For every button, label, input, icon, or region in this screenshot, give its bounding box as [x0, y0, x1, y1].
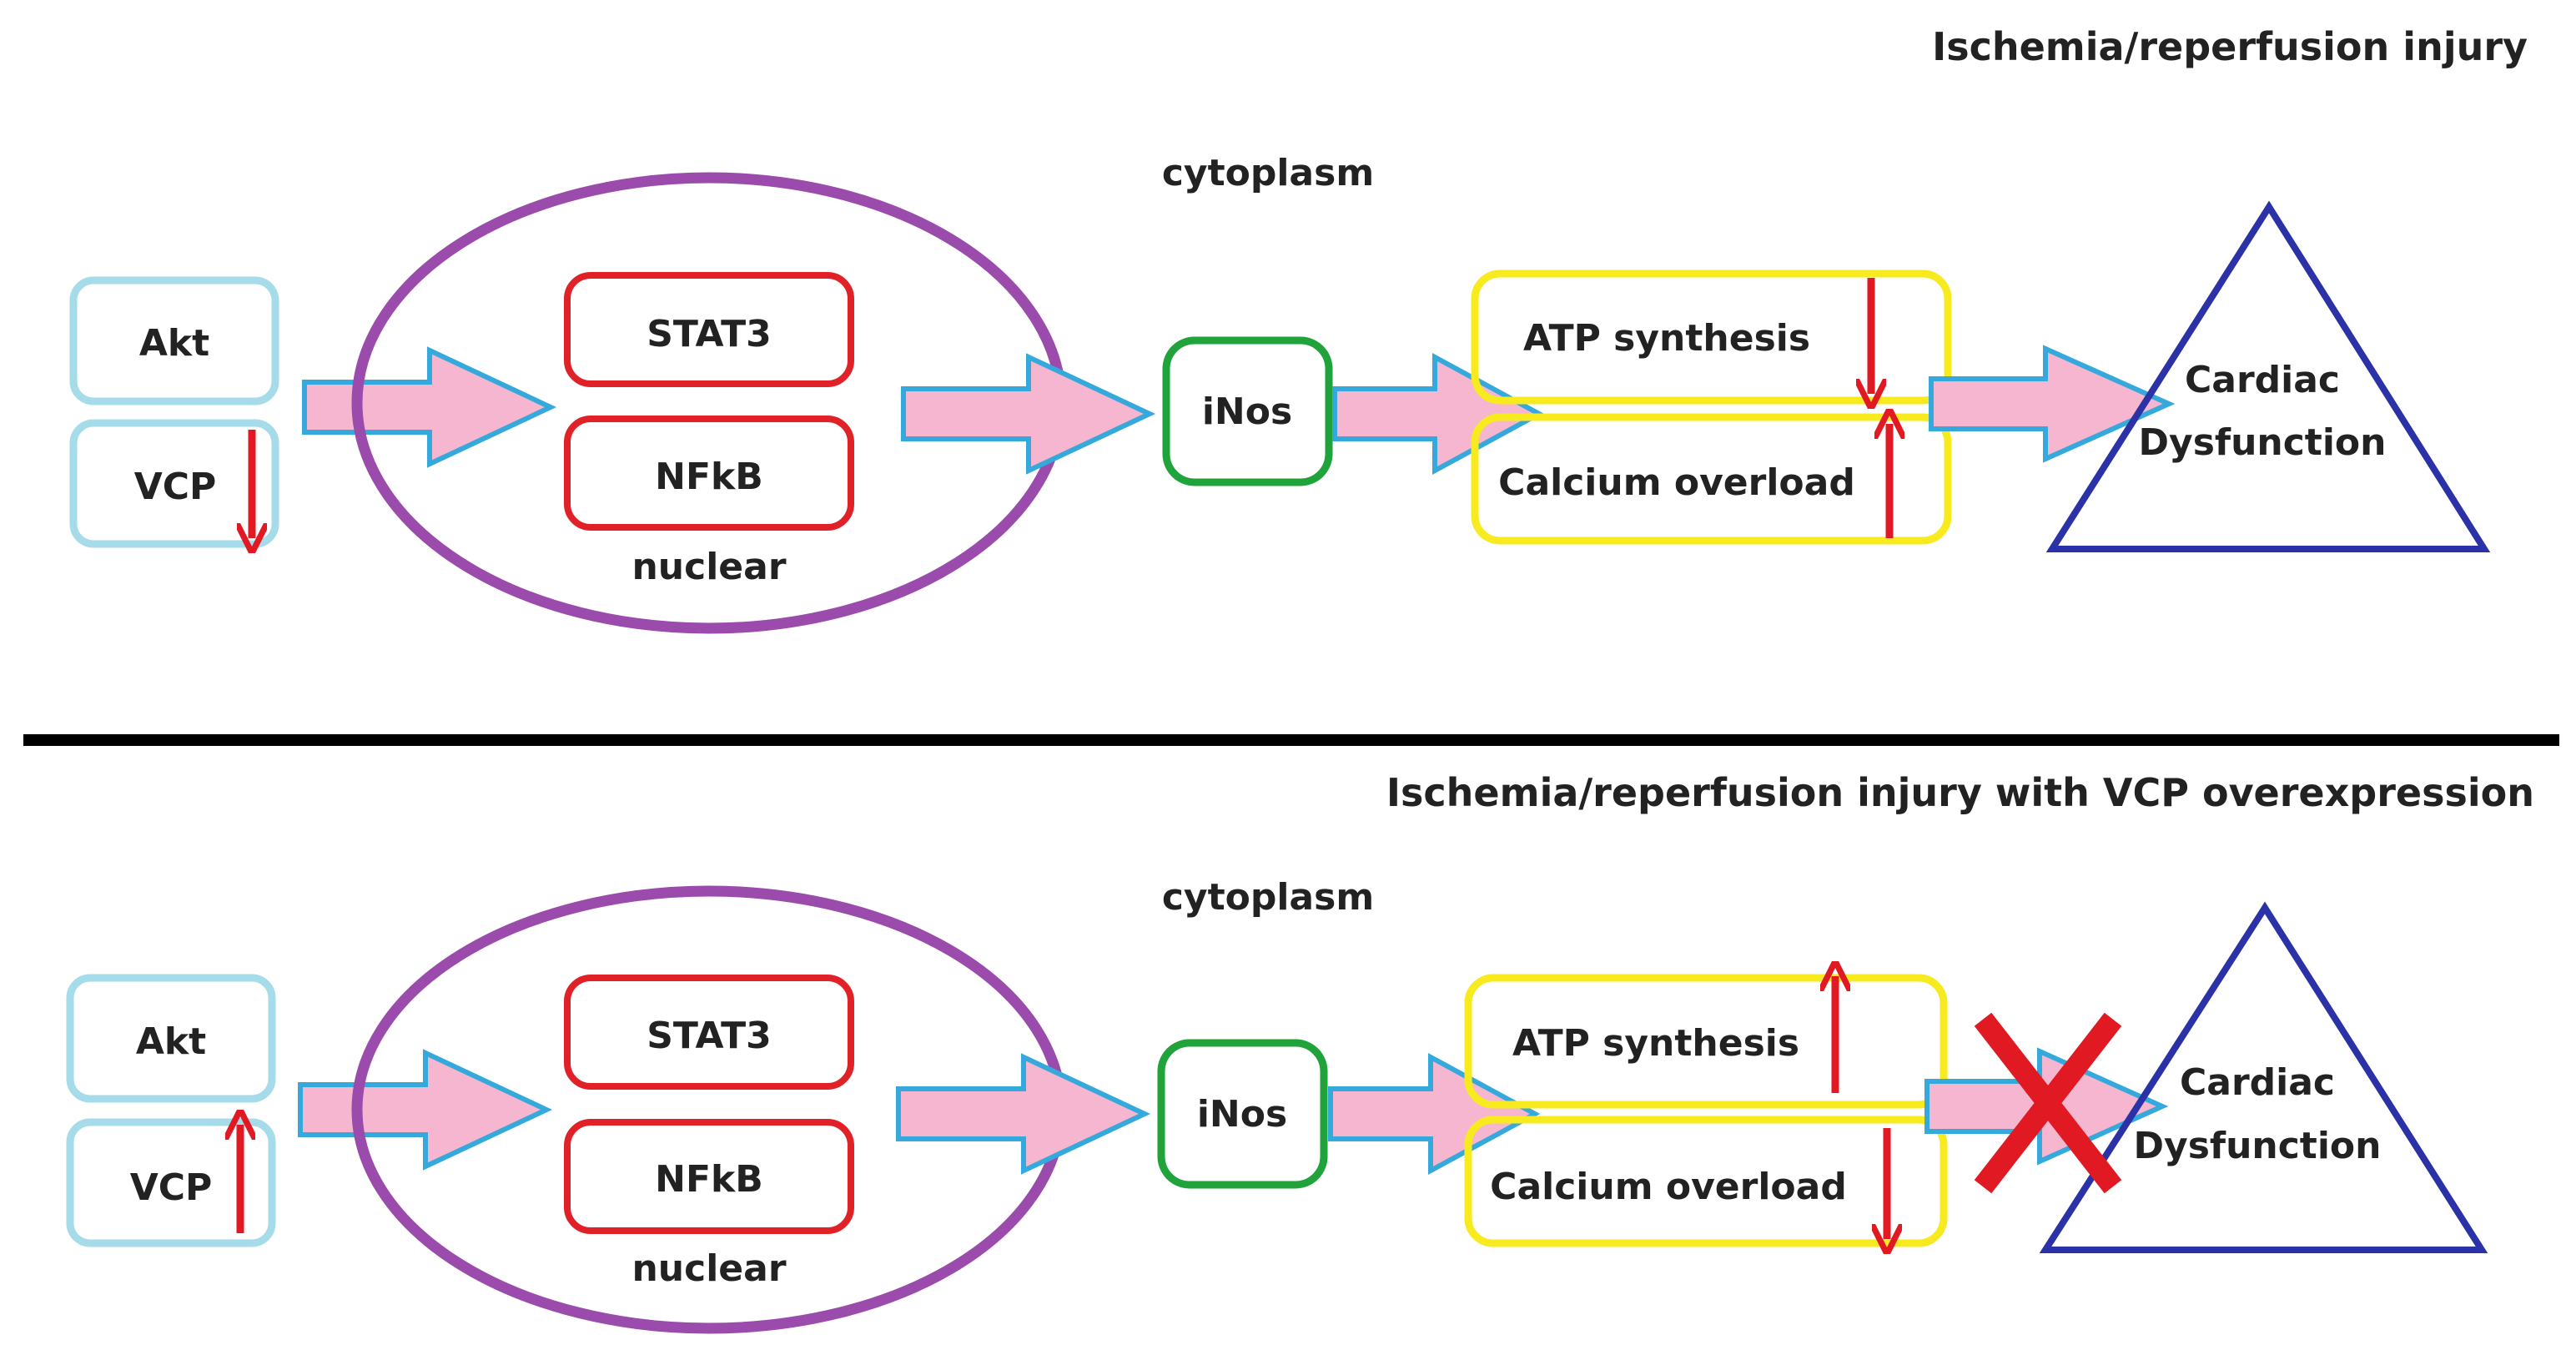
atp-label: ATP synthesis [1512, 1022, 1799, 1065]
vcp-box [66, 1118, 276, 1247]
calcium-label: Calcium overload [1498, 461, 1855, 504]
inos-label: iNos [1202, 390, 1292, 433]
calcium-box [1471, 413, 1952, 545]
outcome-line-2: Dysfunction [2139, 421, 2387, 464]
nuclear-label: nuclear [631, 546, 786, 588]
block-arrow-4 [1929, 345, 2176, 463]
outcome-line-1: Cardiac [2180, 1061, 2335, 1104]
stat3-box [564, 975, 854, 1090]
block-arrow-2 [901, 353, 1156, 475]
nuclear-label: nuclear [631, 1247, 786, 1290]
atp-box [1471, 269, 1952, 405]
panel-top: Ischemia/reperfusion injury cytoplasm Ak… [69, 24, 2528, 634]
nfkb-box [564, 1119, 854, 1234]
block-arrow-1 [298, 1049, 553, 1171]
block-arrow-3 [1332, 352, 1545, 476]
inos-box [1157, 1039, 1328, 1189]
outcome-line-1: Cardiac [2185, 359, 2340, 401]
nfkb-label: NFkB [655, 456, 763, 498]
cytoplasm-label: cytoplasm [1162, 876, 1374, 919]
panel-title: Ischemia/reperfusion injury with VCP ove… [1386, 770, 2534, 815]
vcp-label: VCP [130, 1166, 213, 1209]
block-arrow-3 [1328, 1052, 1541, 1176]
vcp-label: VCP [134, 466, 217, 508]
akt-box [69, 276, 279, 406]
block-arrow-1 [302, 346, 557, 468]
stat3-box [564, 272, 854, 387]
stat3-label: STAT3 [647, 313, 772, 355]
cardiac-dysfunction-triangle [2039, 901, 2488, 1253]
nfkb-label: NFkB [655, 1158, 763, 1201]
nfkb-box [564, 416, 854, 531]
panel-divider [23, 734, 2559, 746]
outcome-line-2: Dysfunction [2134, 1125, 2382, 1167]
stat3-label: STAT3 [647, 1015, 772, 1057]
blocked-cross-icon [1974, 1012, 2122, 1194]
akt-box [66, 974, 276, 1103]
calcium-box [1464, 1116, 1948, 1247]
cytoplasm-label: cytoplasm [1162, 152, 1374, 194]
block-arrow-2 [896, 1053, 1151, 1175]
calcium-label: Calcium overload [1490, 1166, 1847, 1208]
cardiac-dysfunction-triangle [2045, 200, 2491, 552]
akt-label: Akt [136, 1020, 206, 1063]
akt-label: Akt [139, 322, 209, 365]
inos-label: iNos [1197, 1093, 1287, 1136]
atp-box [1464, 974, 1948, 1109]
panel-title: Ischemia/reperfusion injury [1932, 24, 2528, 69]
panel-bottom: Ischemia/reperfusion injury with VCP ove… [66, 770, 2534, 1334]
atp-label: ATP synthesis [1523, 317, 1810, 360]
vcp-box [69, 419, 279, 548]
inos-box [1162, 336, 1333, 486]
